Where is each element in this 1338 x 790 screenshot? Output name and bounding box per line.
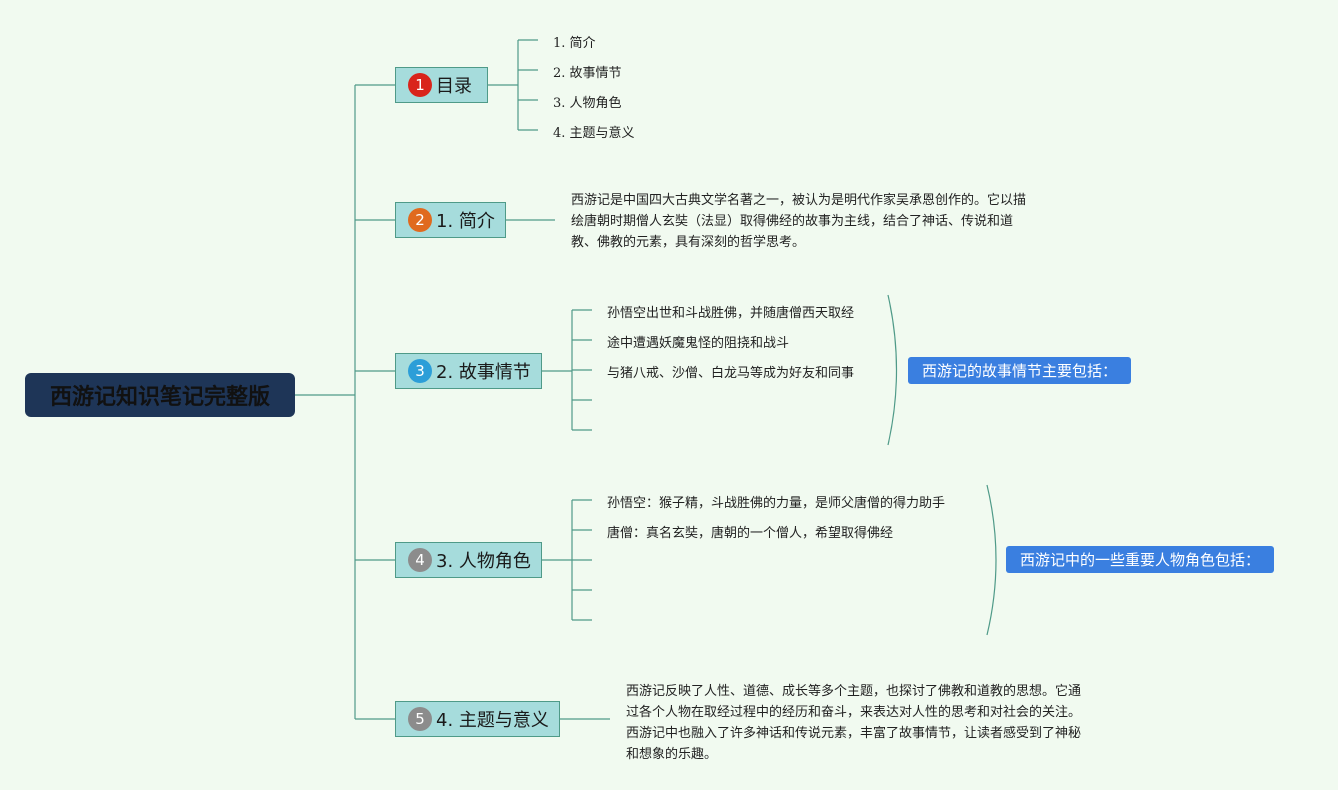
root-title: 西游记知识笔记完整版 [49, 385, 270, 410]
number-badge-icon: 4 [408, 548, 432, 572]
text-line: 和想象的乐趣。 [626, 747, 718, 762]
contents-item-1[interactable]: 1. 简介 [553, 36, 596, 51]
summary-text: 西游记的故事情节主要包括： [922, 362, 1118, 380]
text-line: 绘唐朝时期僧人玄奘（法显）取得佛经的故事为主线，结合了神话、传说和道 [571, 214, 1014, 229]
character-item-1[interactable]: 孙悟空：猴子精，斗战胜佛的力量，是师父唐僧的得力助手 [607, 496, 946, 511]
plot-item-1[interactable]: 孙悟空出世和斗战胜佛，并随唐僧西天取经 [607, 306, 855, 321]
characters-summary-label[interactable]: 西游记中的一些重要人物角色包括： [1006, 546, 1275, 573]
character-item-2[interactable]: 唐僧：真名玄奘，唐朝的一个僧人，希望取得佛经 [607, 526, 894, 541]
plot-item-2[interactable]: 途中遭遇妖魔鬼怪的阻挠和战斗 [607, 336, 790, 351]
text-line: 西游记反映了人性、道德、成长等多个主题，也探讨了佛教和道教的思想。它通 [626, 684, 1082, 699]
branch-introduction[interactable]: 2 1. 简介 [395, 202, 506, 238]
text-line: 教、佛教的元素，具有深刻的哲学思考。 [571, 235, 806, 250]
contents-item-3[interactable]: 3. 人物角色 [553, 96, 622, 111]
plot-summary-label[interactable]: 西游记的故事情节主要包括： [908, 357, 1132, 384]
branch-label: 目录 [436, 76, 472, 97]
number-badge-icon: 1 [408, 73, 432, 97]
summary-text: 西游记中的一些重要人物角色包括： [1020, 551, 1261, 569]
branch-label: 3. 人物角色 [436, 551, 531, 572]
number-badge-icon: 2 [408, 208, 432, 232]
text-line: 过各个人物在取经过程中的经历和奋斗，来表达对人性的思考和对社会的关注。 [626, 705, 1082, 720]
plot-item-3[interactable]: 与猪八戒、沙僧、白龙马等成为好友和同事 [607, 366, 855, 381]
contents-item-2[interactable]: 2. 故事情节 [553, 66, 622, 81]
number-badge-icon: 5 [408, 707, 432, 731]
number-badge-icon: 3 [408, 359, 432, 383]
branch-plot[interactable]: 3 2. 故事情节 [395, 353, 542, 389]
theme-significance-text[interactable]: 西游记反映了人性、道德、成长等多个主题，也探讨了佛教和道教的思想。它通 过各个人… [626, 681, 1081, 765]
branch-characters[interactable]: 4 3. 人物角色 [395, 542, 542, 578]
root-topic[interactable]: 西游记知识笔记完整版 [25, 373, 295, 417]
branch-contents[interactable]: 1 目录 [395, 67, 488, 103]
text-line: 西游记中也融入了许多神话和传说元素，丰富了故事情节，让读者感受到了神秘 [626, 726, 1082, 741]
introduction-text[interactable]: 西游记是中国四大古典文学名著之一，被认为是明代作家吴承恩创作的。它以描 绘唐朝时… [571, 190, 1026, 253]
contents-item-4[interactable]: 4. 主题与意义 [553, 126, 635, 141]
branch-theme-significance[interactable]: 5 4. 主题与意义 [395, 701, 560, 737]
branch-label: 4. 主题与意义 [436, 710, 549, 731]
branch-label: 1. 简介 [436, 211, 495, 232]
branch-label: 2. 故事情节 [436, 362, 531, 383]
text-line: 西游记是中国四大古典文学名著之一，被认为是明代作家吴承恩创作的。它以描 [571, 193, 1027, 208]
